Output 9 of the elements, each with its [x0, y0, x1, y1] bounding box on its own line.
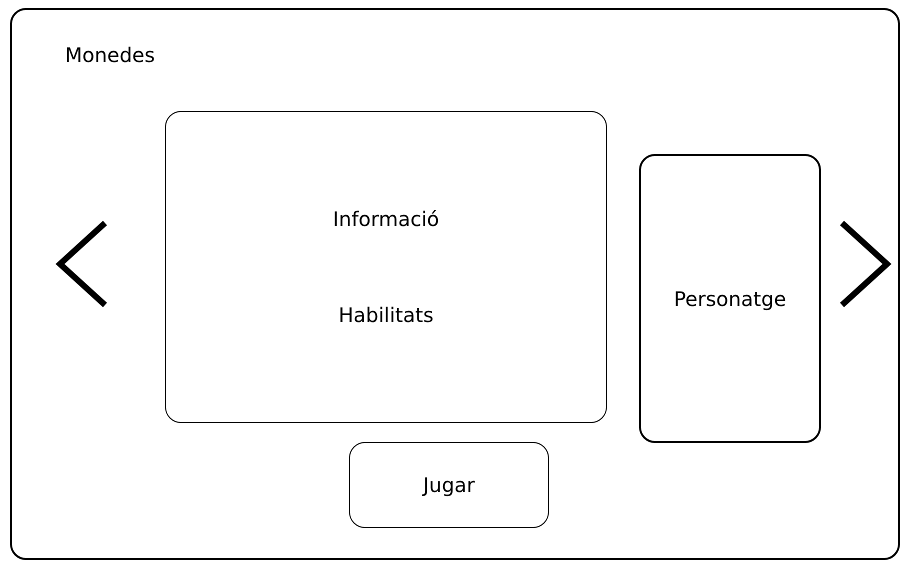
box-label: Jugar	[423, 472, 475, 499]
play-button	[349, 442, 549, 528]
info-panel	[165, 111, 607, 423]
box-label: Informació	[332, 206, 440, 233]
screen-frame	[10, 8, 900, 560]
character-card	[639, 154, 821, 443]
coins-label: Monedes	[65, 42, 155, 69]
box-label: Habilitats	[338, 302, 434, 329]
box-label: Personatge	[674, 286, 786, 312]
